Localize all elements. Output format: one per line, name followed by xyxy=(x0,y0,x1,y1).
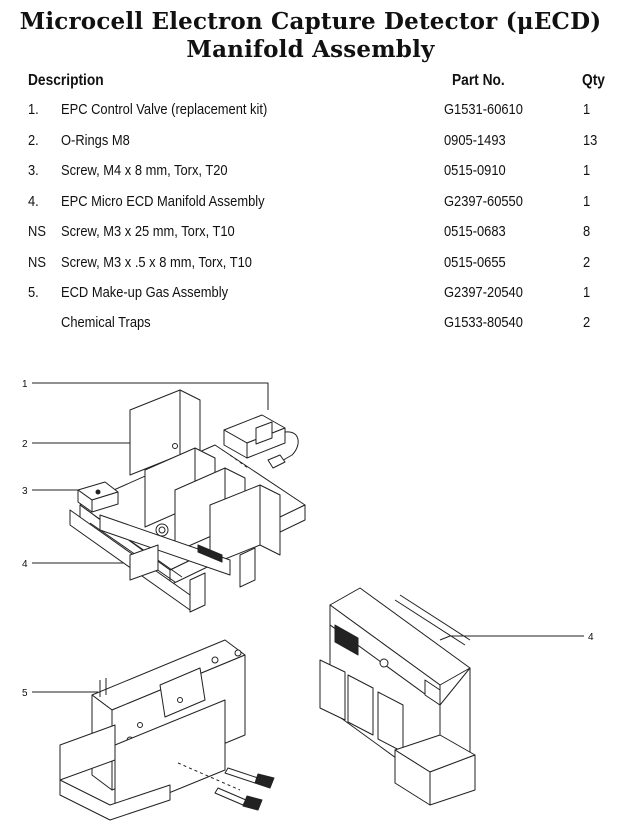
table-row: NS Screw, M3 x 25 mm, Torx, T10 0515-068… xyxy=(0,223,621,253)
table-row: 4. EPC Micro ECD Manifold Assembly G2397… xyxy=(0,193,621,223)
callout-1: 1 xyxy=(22,379,28,390)
row-part-number: 0515-0683 xyxy=(444,223,506,240)
row-quantity: 2 xyxy=(583,254,591,271)
row-description: Screw, M3 x 25 mm, Torx, T10 xyxy=(61,223,235,240)
header-description: Description xyxy=(28,72,104,89)
row-index: NS xyxy=(28,254,46,271)
row-description: Chemical Traps xyxy=(61,314,151,331)
row-part-number: 0515-0910 xyxy=(444,162,506,179)
callout-3: 3 xyxy=(22,486,28,497)
row-part-number: G2397-60550 xyxy=(444,193,523,210)
row-description: EPC Control Valve (replacement kit) xyxy=(61,101,268,118)
row-part-number: G1533-80540 xyxy=(444,314,523,331)
callout-4: 4 xyxy=(22,559,28,570)
header-qty: Qty xyxy=(582,72,605,89)
makeup-gas-assembly-drawing xyxy=(59,639,275,821)
row-index: 4. xyxy=(28,193,39,210)
row-quantity: 8 xyxy=(583,223,591,240)
row-index: 2. xyxy=(28,132,39,149)
row-description: Screw, M4 x 8 mm, Torx, T20 xyxy=(61,162,228,179)
callout-4-rear: 4 xyxy=(588,632,594,643)
table-row: Chemical Traps G1533-80540 2 xyxy=(0,314,621,344)
row-quantity: 1 xyxy=(583,284,591,301)
header-part-no: Part No. xyxy=(452,72,505,89)
row-description: O-Rings M8 xyxy=(61,132,130,149)
row-quantity: 1 xyxy=(583,101,591,118)
row-description: EPC Micro ECD Manifold Assembly xyxy=(61,193,265,210)
title-line-1: Microcell Electron Capture Detector (μEC… xyxy=(19,8,602,35)
table-row: 2. O-Rings M8 0905-1493 13 xyxy=(0,132,621,162)
row-description: ECD Make-up Gas Assembly xyxy=(61,284,229,301)
row-index: NS xyxy=(28,223,46,240)
row-quantity: 1 xyxy=(583,193,591,210)
row-part-number: G2397-20540 xyxy=(444,284,523,301)
row-description: Screw, M3 x .5 x 8 mm, Torx, T10 xyxy=(61,254,252,271)
table-row: 1. EPC Control Valve (replacement kit) G… xyxy=(0,101,621,131)
row-quantity: 2 xyxy=(583,314,591,331)
row-index: 3. xyxy=(28,162,39,179)
table-row: 5. ECD Make-up Gas Assembly G2397-20540 … xyxy=(0,284,621,314)
manifold-rear-view-drawing xyxy=(319,587,476,806)
table-row: 3. Screw, M4 x 8 mm, Torx, T20 0515-0910… xyxy=(0,162,621,192)
callout-labels: 1 2 3 4 4 5 xyxy=(22,379,594,699)
row-part-number: G1531-60610 xyxy=(444,101,523,118)
row-index: 1. xyxy=(28,101,39,118)
row-index: 5. xyxy=(28,284,39,301)
table-row: NS Screw, M3 x .5 x 8 mm, Torx, T10 0515… xyxy=(0,254,621,284)
callout-5: 5 xyxy=(22,688,28,699)
callout-2: 2 xyxy=(22,439,28,450)
row-part-number: 0905-1493 xyxy=(444,132,506,149)
row-part-number: 0515-0655 xyxy=(444,254,506,271)
row-quantity: 13 xyxy=(583,132,598,149)
manifold-assembly-drawing xyxy=(69,389,306,613)
row-quantity: 1 xyxy=(583,162,591,179)
title-line-2: Manifold Assembly xyxy=(186,36,435,63)
